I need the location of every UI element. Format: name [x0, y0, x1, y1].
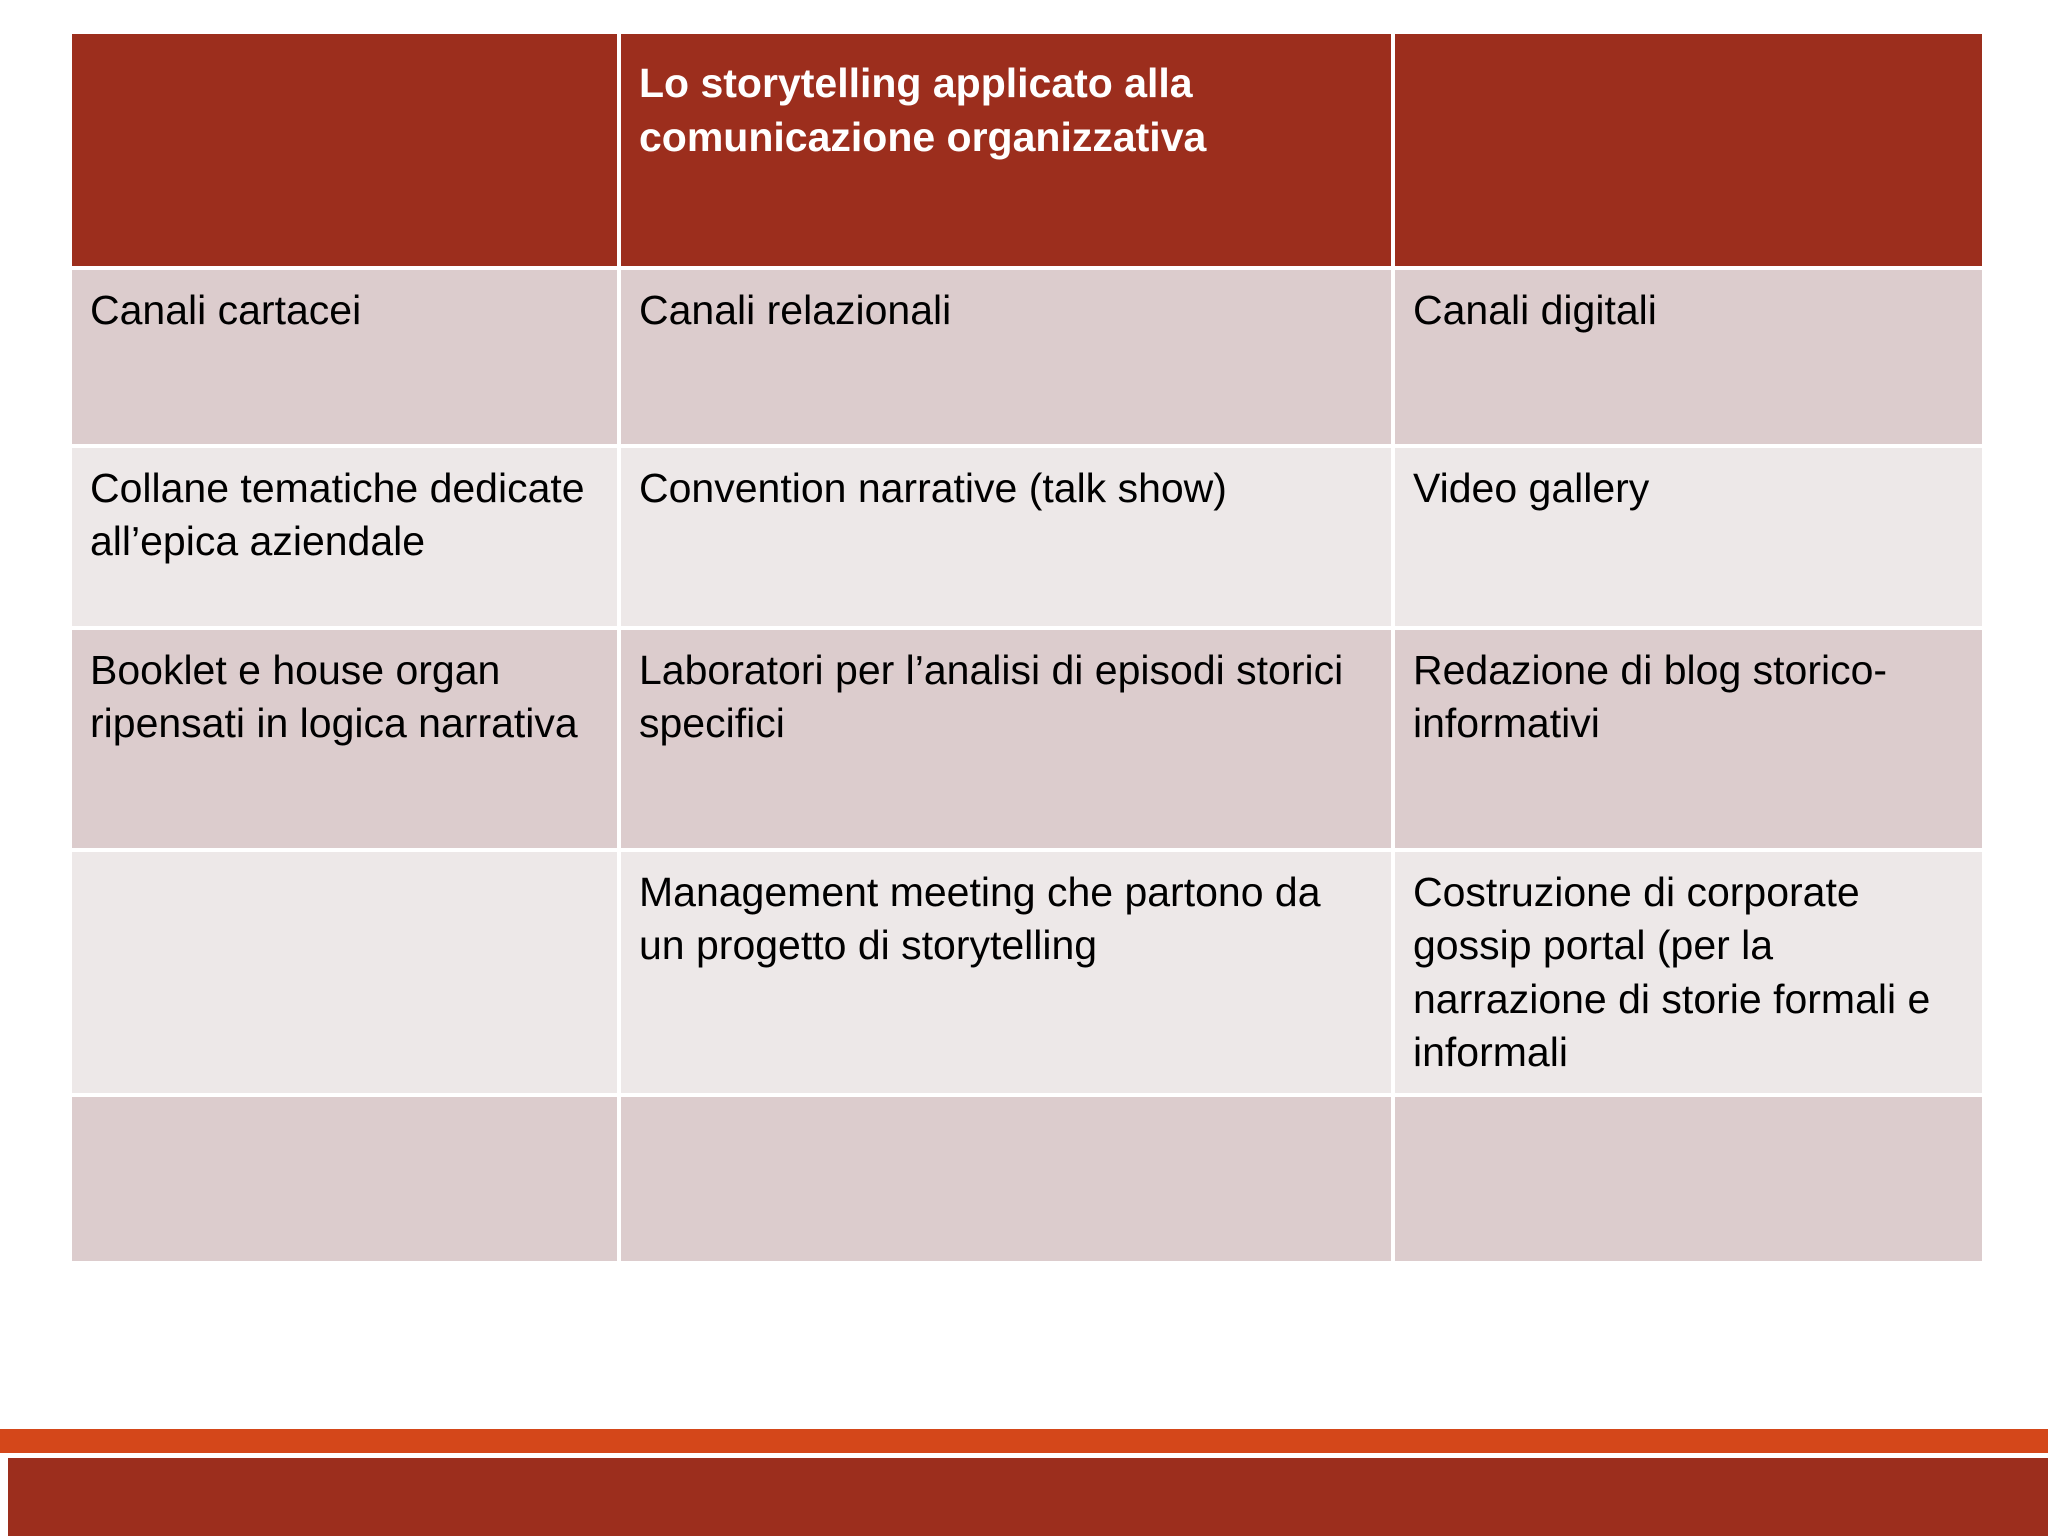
table-cell-digital-item-3: Costruzione di corporate gossip portal (… — [1395, 852, 1982, 1094]
table-cell-print-item-2: Booklet e house organ ripensati in logic… — [72, 630, 617, 848]
footer-accent-stripe — [0, 1429, 2048, 1453]
cell-text: Costruzione di corporate gossip portal (… — [1413, 869, 1931, 1075]
cell-text: Management meeting che partono da un pro… — [639, 869, 1321, 969]
table-cell-channels-digital-heading: Canali digitali — [1395, 270, 1982, 444]
cell-text: Laboratori per l’analisi di episodi stor… — [639, 647, 1344, 747]
table-row: Canali cartacei Canali relazionali Canal… — [72, 270, 1982, 444]
table-header-cell-1 — [72, 34, 617, 266]
content-table-wrapper: Lo storytelling applicato alla comunicaz… — [68, 30, 1982, 1396]
table-cell-relational-empty — [621, 1097, 1391, 1262]
cell-text: Booklet e house organ ripensati in logic… — [90, 647, 578, 747]
table-cell-print-empty — [72, 1097, 617, 1262]
footer-band — [8, 1458, 2048, 1536]
table-row — [72, 1097, 1982, 1262]
table-row: Collane tematiche dedicate all’epica azi… — [72, 448, 1982, 626]
table-row: Booklet e house organ ripensati in logic… — [72, 630, 1982, 848]
storytelling-channels-table: Lo storytelling applicato alla comunicaz… — [68, 30, 1986, 1265]
cell-text: Canali cartacei — [90, 287, 362, 333]
table-cell-print-item-3 — [72, 852, 617, 1094]
table-cell-digital-empty — [1395, 1097, 1982, 1262]
table-header-cell-3 — [1395, 34, 1982, 266]
table-cell-relational-item-3: Management meeting che partono da un pro… — [621, 852, 1391, 1094]
cell-text: Canali digitali — [1413, 287, 1657, 333]
table-header-row: Lo storytelling applicato alla comunicaz… — [72, 34, 1982, 266]
cell-text: Canali relazionali — [639, 287, 952, 333]
table-cell-digital-item-2: Redazione di blog storico-informativi — [1395, 630, 1982, 848]
cell-text: Convention narrative (talk show) — [639, 465, 1227, 511]
table-cell-digital-item-1: Video gallery — [1395, 448, 1982, 626]
table-cell-print-item-1: Collane tematiche dedicate all’epica azi… — [72, 448, 617, 626]
table-row: Management meeting che partono da un pro… — [72, 852, 1982, 1094]
cell-text: Redazione di blog storico-informativi — [1413, 647, 1888, 747]
table-cell-relational-item-1: Convention narrative (talk show) — [621, 448, 1391, 626]
cell-text: Video gallery — [1413, 465, 1650, 511]
table-cell-relational-item-2: Laboratori per l’analisi di episodi stor… — [621, 630, 1391, 848]
table-cell-channels-relational-heading: Canali relazionali — [621, 270, 1391, 444]
cell-text: Collane tematiche dedicate all’epica azi… — [90, 465, 585, 565]
table-cell-channels-print-heading: Canali cartacei — [72, 270, 617, 444]
table-header-cell-title: Lo storytelling applicato alla comunicaz… — [621, 34, 1391, 266]
